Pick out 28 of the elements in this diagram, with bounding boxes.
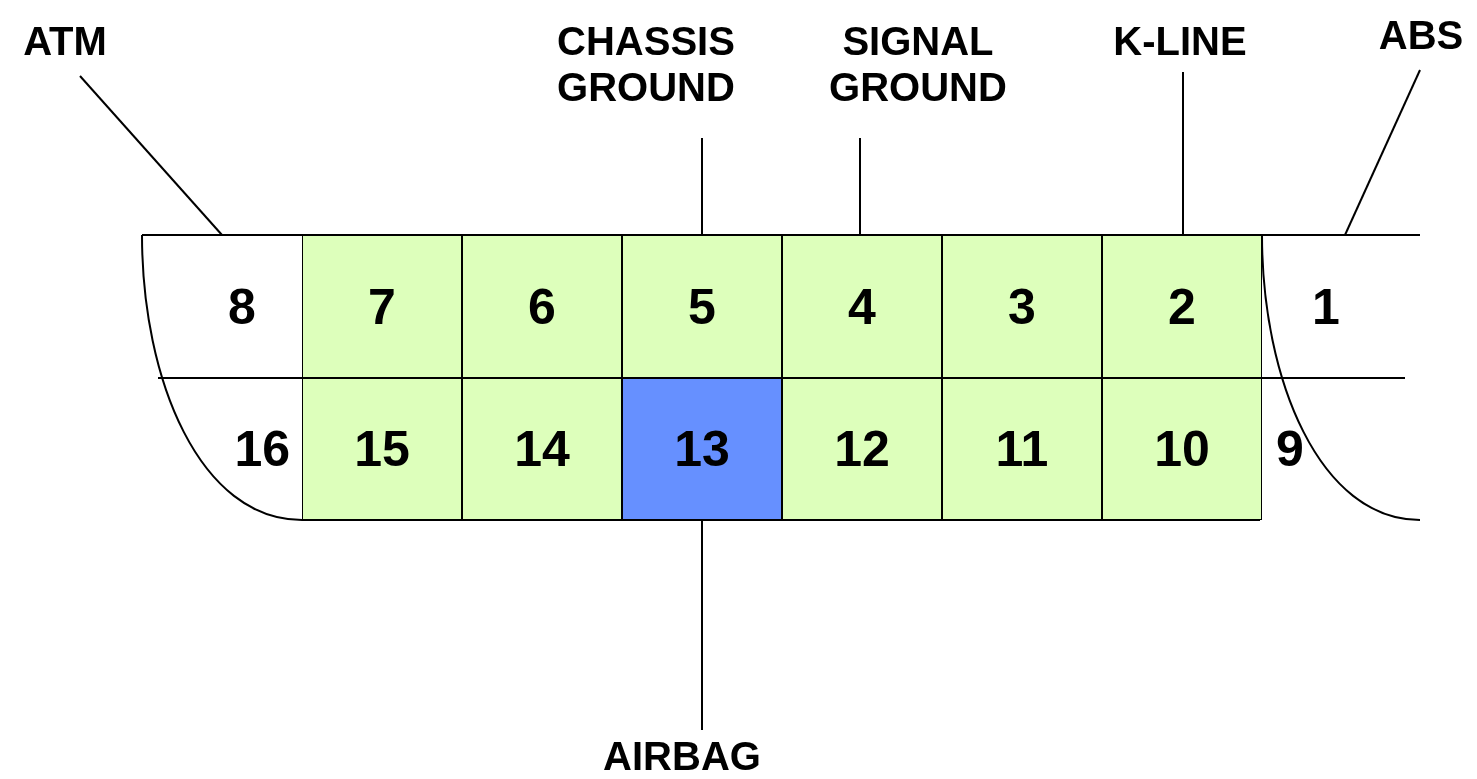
pin-cell: 2 [1102,235,1262,378]
pin-cell: 15 [302,378,462,520]
pin-cell: 12 [782,378,942,520]
leader-line [859,137,861,236]
leader-line [701,137,703,236]
leader-line [79,75,223,236]
pin-cell: 3 [942,235,1102,378]
pin-number: 16 [142,378,302,520]
leader-line [1344,69,1421,236]
pin-label: SIGNAL GROUND [800,18,1036,110]
pin-number: 9 [1262,378,1412,520]
leader-line [701,519,703,731]
pin-cell: 6 [462,235,622,378]
pin-number: 1 [1262,235,1412,378]
pin-label: CHASSIS GROUND [530,18,762,110]
pin-cell: 7 [302,235,462,378]
leader-line [1182,71,1184,236]
pin-cell: 13 [622,378,782,520]
pin-cell: 11 [942,378,1102,520]
pin-label: ABS [1368,12,1474,58]
pin-cell: 5 [622,235,782,378]
pin-label: AIRBAG [572,733,792,779]
pin-number: 8 [142,235,302,378]
pin-label: ATM [10,18,120,64]
pin-cell: 10 [1102,378,1262,520]
pin-label: K-LINE [1090,18,1270,64]
pin-cell: 14 [462,378,622,520]
pin-cell: 4 [782,235,942,378]
